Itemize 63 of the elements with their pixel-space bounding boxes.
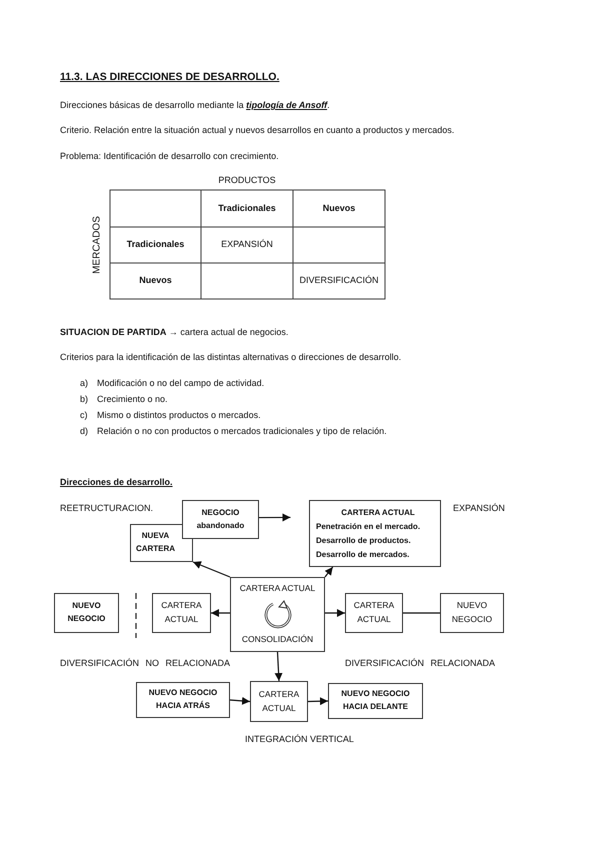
box-title: CARTERA ACTUAL [240, 582, 316, 595]
arrow [308, 697, 328, 706]
paragraph: Criterio. Relación entre la situación actual y nuevos desarrollos en cuanto a productos y mercados. [60, 125, 454, 135]
process-box [328, 683, 423, 719]
box-title: CARTERA ACTUAL [258, 688, 300, 714]
process-box [182, 500, 259, 539]
list-marker: a) [80, 378, 88, 388]
section-heading: 11.3. LAS DIRECCIONES DE DESARROLLO. [60, 71, 280, 83]
box-title: NUEVO NEGOCIO HACIA DELANTE [340, 688, 411, 713]
list-marker: b) [80, 394, 88, 404]
process-box [250, 681, 308, 722]
arrow [192, 561, 230, 578]
box-title: NEGOCIO abandonado [196, 506, 246, 532]
subheading: Direcciones de desarrollo. [60, 477, 173, 487]
process-box [230, 577, 325, 652]
diagram-label: INTEGRACIÓN VERTICAL [245, 734, 354, 744]
connector-line [403, 612, 440, 614]
list-item: Crecimiento o no. [97, 394, 168, 404]
diagram-label: DIVERSIFICACIÓN NO RELACIONADA [60, 658, 230, 668]
process-box [309, 500, 441, 567]
column-header: Tradicionales [217, 203, 277, 213]
diagram-label: REETRUCTURACION. [60, 503, 154, 513]
box-title: CARTERA ACTUAL [352, 599, 396, 626]
diagram-label: EXPANSIÓN [453, 503, 505, 513]
box-title: NUEVO NEGOCIO [450, 599, 494, 626]
arrow [211, 609, 230, 617]
axis-title: MERCADOS [92, 216, 102, 274]
arrow [230, 696, 250, 705]
row-header: Nuevos [138, 275, 173, 285]
process-box [136, 682, 230, 718]
list-item: Mismo o distintos productos o mercados. [97, 410, 261, 420]
paragraph: Criterios para la identificación de las distintas alternativas o direcciones de desarrollo. [60, 352, 402, 362]
box-title: NUEVO NEGOCIO [66, 600, 106, 625]
row-header: Tradicionales [126, 239, 186, 249]
process-box [54, 593, 119, 633]
box-title: NUEVA CARTERA [134, 530, 176, 555]
axis-title: PRODUCTOS [217, 175, 277, 185]
paragraph: Problema: Identificación de desarrollo con crecimiento. [60, 151, 279, 161]
box-title: CARTERA ACTUAL [160, 599, 203, 626]
paragraph: SITUACION DE PARTIDA → cartera actual de negocios. [60, 327, 288, 337]
cell-value: EXPANSIÓN [220, 239, 274, 249]
list-item: Modificación o no del campo de actividad. [97, 378, 264, 388]
process-box [345, 593, 403, 633]
arrow [324, 566, 334, 578]
process-box [130, 524, 193, 562]
box-title: CARTERA ACTUAL [341, 506, 415, 518]
box-text: Desarrollo de productos. [316, 534, 411, 547]
box-title: NUEVO NEGOCIO HACIA ATRÁS [148, 687, 218, 712]
arrow [325, 609, 345, 617]
cell-value: DIVERSIFICACIÓN [298, 275, 380, 285]
box-text: Penetración en el mercado. [316, 520, 420, 532]
arrow [274, 652, 283, 682]
arrow [259, 513, 291, 522]
list-marker: c) [80, 410, 88, 420]
box-text: Desarrollo de mercados. [316, 548, 410, 560]
paragraph: Direcciones básicas de desarrollo mediante la tipología de Ansoff. [60, 100, 330, 110]
process-box [440, 593, 504, 633]
box-text: CONSOLIDACIÓN [242, 633, 314, 646]
list-item: Relación o no con productos o mercados tradicionales y tipo de relación. [97, 426, 387, 436]
diagram-label: DIVERSIFICACIÓN RELACIONADA [345, 658, 496, 668]
process-box [152, 593, 211, 633]
column-header: Nuevos [322, 203, 356, 213]
list-marker: d) [80, 426, 88, 436]
